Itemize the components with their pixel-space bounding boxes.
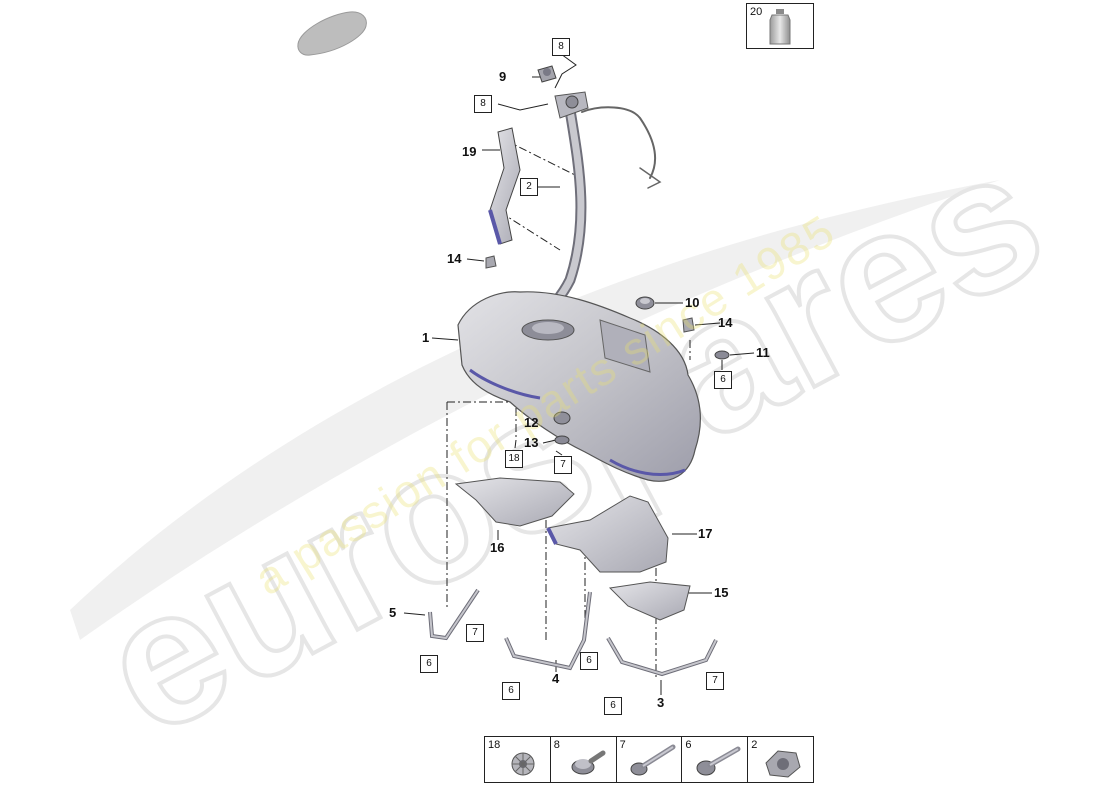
hw-label: 6 bbox=[685, 739, 692, 751]
callout-leaders bbox=[403, 53, 755, 695]
bolt-icon bbox=[696, 746, 741, 776]
ref-box-6-strap5: 6 bbox=[420, 655, 438, 673]
callout-16: 16 bbox=[490, 540, 505, 555]
inset-label: 20 bbox=[750, 6, 763, 18]
ref-box-6-strap4-left: 6 bbox=[502, 682, 520, 700]
bracket-part-19 bbox=[488, 127, 521, 245]
callout-9: 9 bbox=[499, 69, 507, 84]
callout-12: 12 bbox=[524, 415, 539, 430]
callout-5: 5 bbox=[389, 605, 397, 620]
heat-shield-part-16 bbox=[454, 477, 575, 527]
screw-icon bbox=[571, 750, 606, 775]
hw-cell-7: 7 bbox=[617, 737, 683, 782]
filler-head bbox=[554, 91, 589, 119]
heat-shield-part-15 bbox=[608, 581, 691, 621]
hw-cell-6: 6 bbox=[682, 737, 749, 782]
ref-box-7-strap5: 7 bbox=[466, 624, 484, 642]
car-icon bbox=[297, 11, 367, 56]
callout-4: 4 bbox=[552, 671, 560, 686]
strap-part-4 bbox=[504, 591, 592, 671]
callout-14-left: 14 bbox=[447, 251, 462, 266]
grommet-part-10 bbox=[635, 296, 655, 310]
callout-14-right: 14 bbox=[718, 315, 733, 330]
washer-part-13 bbox=[554, 435, 570, 445]
hw-cell-8: 8 bbox=[551, 737, 617, 782]
strap-part-3 bbox=[606, 636, 718, 677]
hw-label: 8 bbox=[553, 739, 560, 751]
callout-19: 19 bbox=[462, 144, 477, 159]
callout-17: 17 bbox=[698, 526, 713, 541]
callout-3: 3 bbox=[657, 695, 665, 710]
ref-box-2: 2 bbox=[520, 178, 538, 196]
hw-label: 2 bbox=[751, 739, 758, 751]
grommet-part-14-left bbox=[485, 255, 497, 269]
callout-1: 1 bbox=[422, 330, 430, 345]
hw-label: 18 bbox=[488, 739, 501, 751]
hw-label: 7 bbox=[619, 739, 626, 751]
ref-box-7-strap3: 7 bbox=[706, 672, 724, 690]
washer-part-11 bbox=[714, 350, 730, 360]
ref-box-8-left: 8 bbox=[474, 95, 492, 113]
callout-15: 15 bbox=[714, 585, 729, 600]
hw-cell-18: 18 bbox=[485, 737, 551, 782]
ref-box-8-top: 8 bbox=[552, 38, 570, 56]
spacer-part-12 bbox=[553, 411, 571, 425]
callout-13: 13 bbox=[524, 435, 539, 450]
clip-nut-icon bbox=[765, 750, 801, 778]
ref-box-7-center: 7 bbox=[554, 456, 572, 474]
callout-11: 11 bbox=[756, 345, 770, 360]
ref-box-18: 18 bbox=[505, 450, 523, 468]
ref-box-6-right: 6 bbox=[714, 371, 732, 389]
grommet-part-14-right bbox=[682, 317, 695, 333]
ref-box-6-strap3: 6 bbox=[604, 697, 622, 715]
clip-icon bbox=[511, 752, 535, 776]
hardware-strip: 18 8 7 6 2 bbox=[484, 736, 814, 783]
ref-box-6-strap4-right: 6 bbox=[580, 652, 598, 670]
callout-10: 10 bbox=[685, 295, 700, 310]
bolt-icon bbox=[630, 744, 676, 776]
heat-shield-part-17 bbox=[546, 495, 669, 573]
inset-part-20: 20 bbox=[746, 3, 814, 49]
bottle-icon bbox=[769, 9, 791, 45]
fuel-cap-part-9 bbox=[537, 65, 557, 83]
strap-part-5 bbox=[428, 588, 480, 641]
hw-cell-2: 2 bbox=[748, 737, 813, 782]
fuel-tank-part-1 bbox=[457, 291, 701, 482]
